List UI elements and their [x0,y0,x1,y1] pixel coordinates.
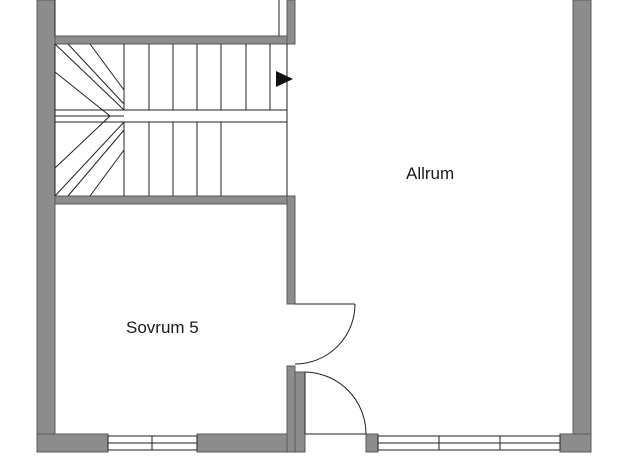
wall-bottom-left [36,433,109,453]
door-sovrum [294,303,356,365]
window-sovrum [107,435,198,451]
walls [36,0,592,453]
wall-left-outer [36,0,56,453]
room-label-sovrum-5: Sovrum 5 [126,318,199,337]
door-closet [304,371,367,435]
wall-bottom-right-end [559,433,592,453]
wall-bottom-mid [196,433,293,453]
wall-center-mid [286,195,296,305]
interior-lines [54,0,288,196]
staircase [54,43,288,197]
wall-closet-side [294,371,306,453]
arrow-right-icon [276,71,293,87]
wall-center-upper [286,0,296,45]
windows [107,435,561,451]
wall-bottom-right [365,433,379,453]
wall-top-room-divider [54,35,296,45]
room-label-allrum: Allrum [406,164,454,183]
wall-stair-bottom [54,195,296,205]
wall-right-outer [572,0,592,453]
wall-center-lower [286,365,296,453]
window-allrum [377,435,561,451]
